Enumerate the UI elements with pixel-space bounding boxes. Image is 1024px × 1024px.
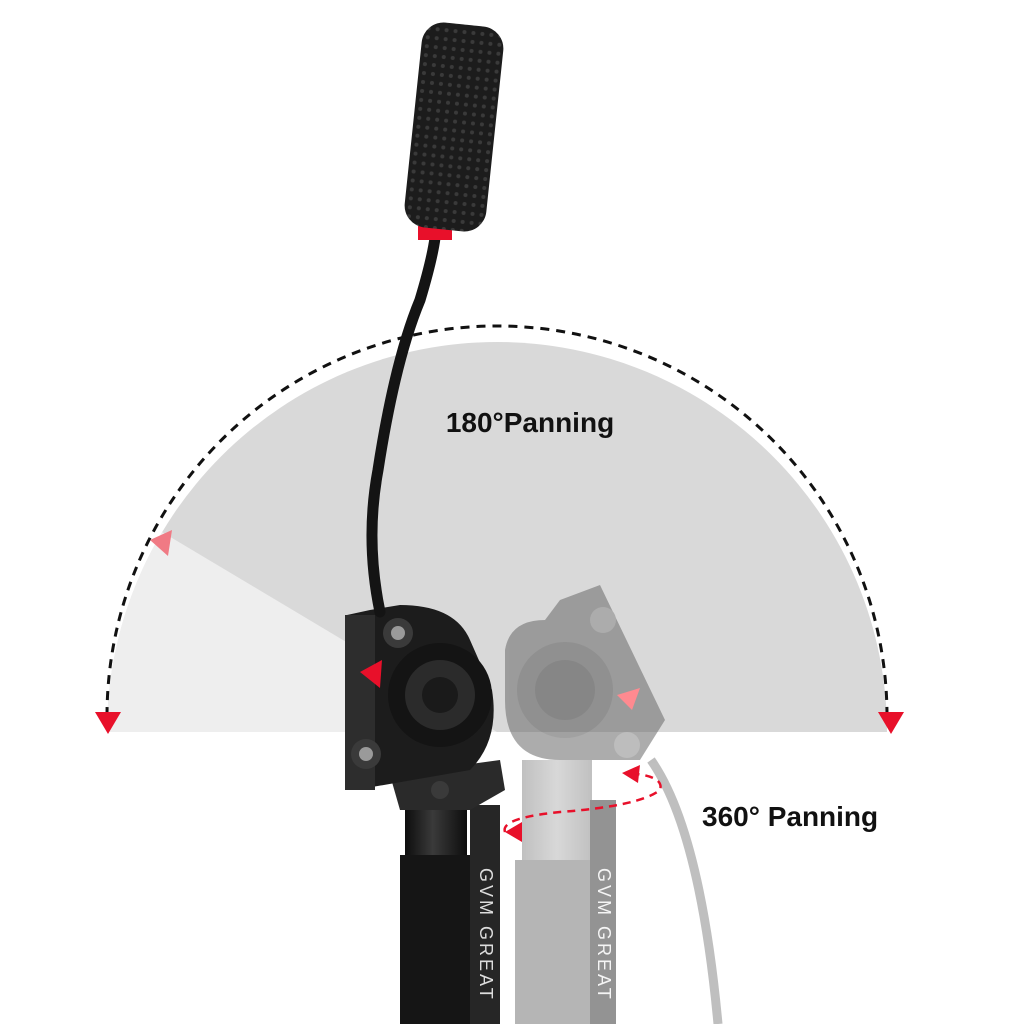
arrow-down-right-icon xyxy=(878,712,904,734)
arrow-start-icon xyxy=(150,530,172,556)
main-pan-head: GVM GREAT xyxy=(345,22,505,1024)
ghost-strap-text: GVM GREAT xyxy=(594,868,614,1002)
rotation-arrow-icon xyxy=(503,771,662,833)
rotation-arrow-head-right xyxy=(622,765,640,783)
red-lock-tab xyxy=(360,660,382,688)
rotation-arrow-head-left xyxy=(505,822,522,842)
ghost-red-tab xyxy=(617,688,640,710)
label-180-panning: 180°Panning xyxy=(446,407,614,438)
ghost-pan-head: GVM GREAT xyxy=(505,585,723,1024)
strap-text: GVM GREAT xyxy=(476,868,496,1002)
label-360-panning: 360° Panning xyxy=(702,801,878,832)
panning-arc xyxy=(105,324,889,717)
arrow-down-left-icon xyxy=(95,712,121,734)
